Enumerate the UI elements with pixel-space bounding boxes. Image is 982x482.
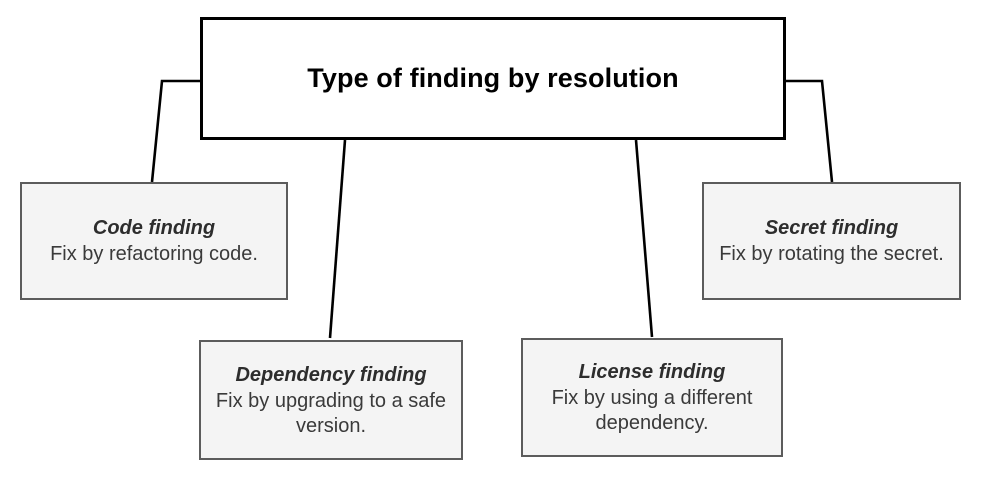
license-finding-description: Fix by using a different dependency. xyxy=(551,387,753,434)
connector-root-to-license xyxy=(634,139,654,338)
code-finding-description: Fix by refactoring code. xyxy=(50,243,258,265)
node-license-finding[interactable]: License finding Fix by using a different… xyxy=(521,338,783,457)
dependency-finding-description: Fix by upgrading to a safe version. xyxy=(215,389,447,437)
dependency-finding-title: Dependency finding xyxy=(235,363,427,386)
connector-root-to-secret xyxy=(786,79,834,183)
node-dependency-finding[interactable]: Dependency finding Fix by upgrading to a… xyxy=(199,340,463,460)
node-root[interactable]: Type of finding by resolution xyxy=(200,17,786,140)
connector-root-to-dependency xyxy=(328,139,347,339)
node-code-finding[interactable]: Code finding Fix by refactoring code. xyxy=(20,182,288,300)
secret-finding-description: Fix by rotating the secret. xyxy=(719,243,944,265)
node-secret-finding[interactable]: Secret finding Fix by rotating the secre… xyxy=(702,182,961,300)
root-title: Type of finding by resolution xyxy=(307,62,679,93)
license-finding-title: License finding xyxy=(578,361,726,383)
secret-finding-title: Secret finding xyxy=(764,217,899,239)
connector-root-to-code xyxy=(150,79,200,183)
code-finding-title: Code finding xyxy=(92,217,216,239)
